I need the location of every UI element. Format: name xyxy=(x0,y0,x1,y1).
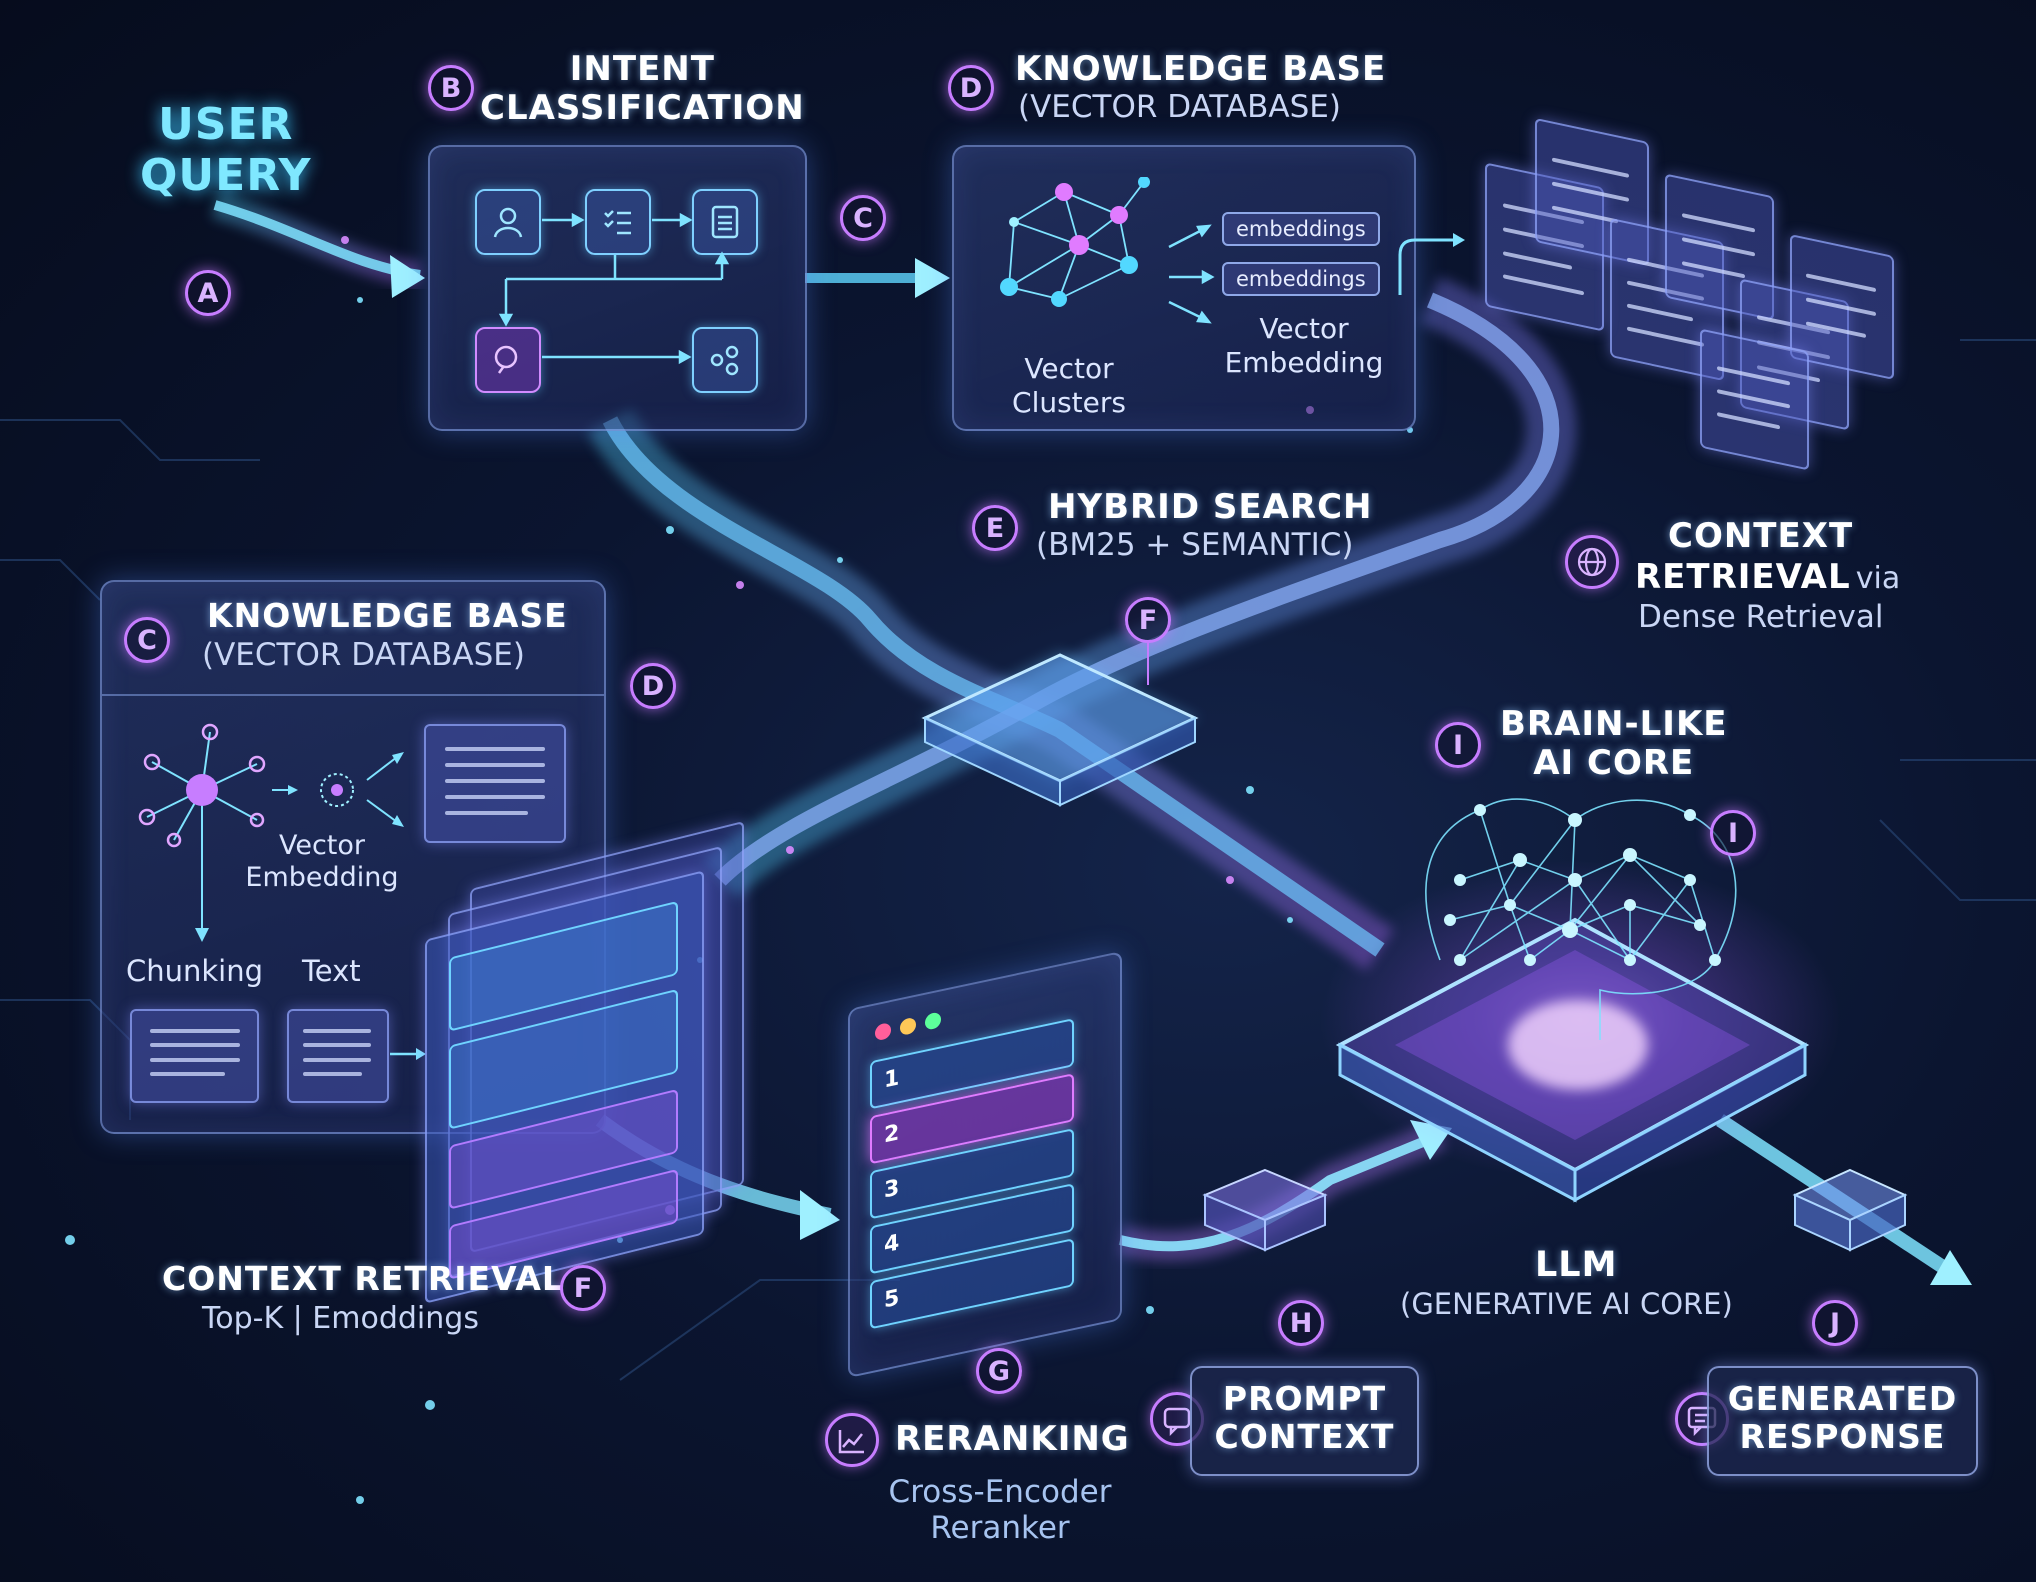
context-top-via: via xyxy=(1855,561,1901,596)
context-top-title1: CONTEXT xyxy=(1668,516,1854,556)
llm-subtitle: (GENERATIVE AI CORE) xyxy=(1400,1287,1733,1321)
badge-g: G xyxy=(976,1348,1022,1394)
document-icon xyxy=(692,189,758,255)
badge-b: B xyxy=(428,65,474,111)
kb-left-title: KNOWLEDGE BASE xyxy=(207,596,568,635)
intent-arrows xyxy=(498,212,730,365)
embedding-arrows xyxy=(1168,224,1215,324)
badge-a: A xyxy=(185,270,231,316)
chunk-doc-1 xyxy=(130,1009,259,1103)
badge-e: E xyxy=(972,505,1018,551)
text-label: Text xyxy=(302,954,361,988)
badge-i-title: I xyxy=(1435,722,1481,768)
window-dot-red xyxy=(875,1021,891,1042)
embeddings-chip-2: embeddings xyxy=(1222,262,1380,296)
intent-panel xyxy=(428,145,807,431)
badge-i-brain: I xyxy=(1710,810,1756,856)
response-cube xyxy=(1792,1168,1908,1252)
chunk-doc-2 xyxy=(287,1009,389,1103)
chunking-label: Chunking xyxy=(126,954,264,988)
badge-c-connector: C xyxy=(840,195,886,241)
context-top-title2: RETRIEVAL xyxy=(1635,557,1851,597)
search-face-icon xyxy=(475,327,541,393)
window-dot-green xyxy=(925,1011,941,1031)
kb-left-divider xyxy=(102,694,604,696)
badge-h: H xyxy=(1278,1300,1324,1346)
globe-icon xyxy=(1565,535,1619,589)
window-dot-yellow xyxy=(900,1016,916,1037)
reranking-panel: 1 2 3 4 5 xyxy=(848,950,1122,1379)
context-bottom-subtitle: Top-K | Emoddings xyxy=(202,1301,479,1336)
llm-platform xyxy=(1320,860,1840,1203)
brain-nodes xyxy=(1444,804,1721,966)
user-icon xyxy=(475,189,541,255)
badge-f-bottom: F xyxy=(560,1265,606,1311)
badge-f-hybrid: F xyxy=(1125,597,1171,643)
embeddings-chip-1: embeddings xyxy=(1222,212,1380,246)
reranking-title: RERANKING xyxy=(895,1419,1130,1459)
badge-c-left: C xyxy=(124,617,170,663)
badge-d: D xyxy=(948,65,994,111)
context-top-subtitle: Dense Retrieval xyxy=(1638,599,1884,635)
hybrid-title: HYBRID SEARCH xyxy=(1048,487,1373,527)
chart-trend-icon xyxy=(825,1413,879,1467)
kb-left-graph xyxy=(138,723,404,942)
doc-card-7 xyxy=(1700,328,1809,471)
kb-to-docs-arrow xyxy=(1398,233,1465,295)
kb-top-subtitle: (VECTOR DATABASE) xyxy=(1018,89,1341,125)
kb-left-doc-top xyxy=(424,724,566,843)
context-card-front xyxy=(425,870,704,1304)
kb-left-subtitle: (VECTOR DATABASE) xyxy=(202,637,525,673)
share-nodes-icon xyxy=(692,327,758,393)
context-top-line2: RETRIEVAL via xyxy=(1635,557,1900,597)
context-bottom-title: CONTEXT RETRIEVAL xyxy=(162,1259,564,1298)
badge-d-left: D xyxy=(630,663,676,709)
checklist-icon xyxy=(585,189,651,255)
vector-cluster-graph xyxy=(1000,177,1150,307)
kb-top-title: KNOWLEDGE BASE xyxy=(1015,49,1387,89)
hybrid-search-node xyxy=(920,640,1200,807)
llm-title: LLM xyxy=(1535,1245,1618,1285)
badge-j: J xyxy=(1812,1300,1858,1346)
hybrid-subtitle: (BM25 + SEMANTIC) xyxy=(1036,527,1354,563)
chunk-arrow xyxy=(390,1048,426,1060)
prompt-cube xyxy=(1202,1168,1328,1252)
